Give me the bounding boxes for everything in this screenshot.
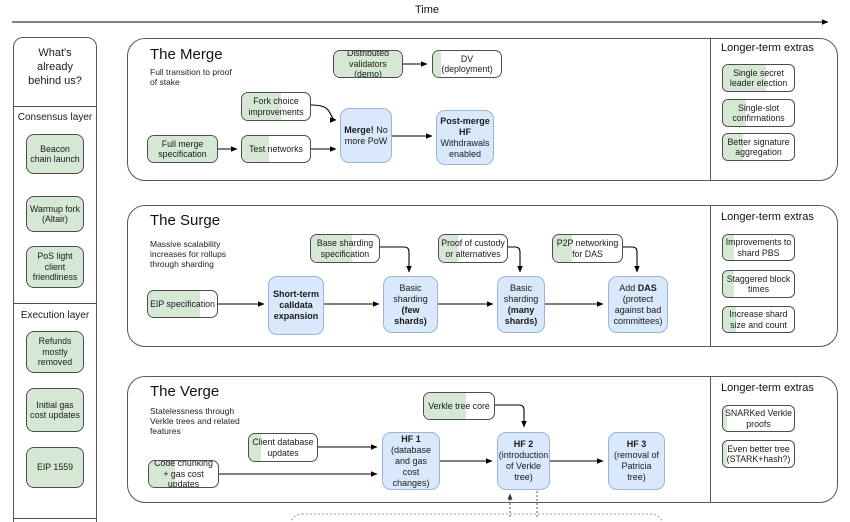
surge-panel bbox=[127, 205, 838, 347]
progress-fill bbox=[723, 235, 734, 260]
verge-panel bbox=[127, 376, 838, 503]
progress-fill bbox=[723, 441, 728, 467]
milestone-dv-deployment: DV (deployment) bbox=[432, 50, 502, 78]
progress-fill bbox=[249, 434, 261, 461]
hardfork-merge: Merge! No more PoW bbox=[340, 108, 392, 163]
hardfork-basic-sharding-many: Basic sharding (many shards) bbox=[497, 276, 545, 333]
verge-extras-divider bbox=[710, 377, 711, 502]
milestone-proof-of-custody: Proof of custody or alternatives bbox=[438, 234, 508, 263]
verge-subtitle: Statelessness through Verkle trees and r… bbox=[150, 406, 240, 436]
hardfork-short-term-calldata: Short-term calldata expansion bbox=[268, 276, 324, 335]
execution-layer-label: Execution layer bbox=[20, 310, 90, 321]
milestone-eip-specification: EIP specification bbox=[147, 290, 218, 318]
milestone-full-merge-spec: Full merge specification bbox=[147, 135, 218, 163]
extra-staggered-block-times: Staggered block times bbox=[722, 270, 795, 298]
progress-fill bbox=[553, 235, 573, 262]
milestone-initial-gas-cost: Initial gas cost updates bbox=[26, 388, 84, 432]
extra-even-better-tree: Even better tree (STARK+hash?) bbox=[722, 440, 795, 468]
extra-increase-shard-size: Increase shard size and count bbox=[722, 306, 795, 333]
progress-fill bbox=[723, 134, 743, 160]
milestone-client-db-updates: Client database updates bbox=[248, 433, 318, 462]
verge-title: The Verge bbox=[150, 383, 220, 400]
progress-fill bbox=[433, 51, 442, 77]
extra-single-slot-confirmations: Single-slot confirmations bbox=[722, 99, 795, 127]
progress-fill bbox=[242, 136, 270, 162]
milestone-refunds-removed: Refunds mostly removed bbox=[26, 331, 84, 373]
extra-better-signature-aggregation: Better signature aggregation bbox=[722, 133, 795, 161]
extra-improvements-shard-pbs: Improvements to shard PBS bbox=[722, 234, 795, 261]
surge-subtitle: Massive scalability increases for rollup… bbox=[150, 239, 227, 269]
progress-fill bbox=[439, 235, 459, 262]
surge-title: The Surge bbox=[150, 212, 221, 229]
milestone-warmup-fork: Warmup fork (Altair) bbox=[26, 196, 84, 232]
milestone-verkle-tree-core: Verkle tree core bbox=[423, 392, 495, 420]
merge-extras-title: Longer-term extras bbox=[721, 42, 814, 54]
hardfork-basic-sharding-few: Basic sharding (few shards) bbox=[383, 276, 438, 333]
progress-fill bbox=[334, 51, 402, 77]
milestone-beacon-chain-launch: Beacon chain launch bbox=[26, 134, 84, 174]
progress-fill bbox=[149, 461, 176, 487]
progress-fill bbox=[148, 136, 217, 162]
hardfork-add-das: Add DAS (protect against bad committees) bbox=[608, 276, 668, 333]
milestone-base-sharding-spec: Base sharding specification bbox=[310, 234, 380, 263]
milestone-test-networks: Test networks bbox=[241, 135, 311, 163]
surge-extras-divider bbox=[710, 206, 711, 346]
divider bbox=[14, 303, 96, 304]
milestone-fork-choice: Fork choice improvements bbox=[241, 92, 311, 121]
timeline-label: Time bbox=[415, 4, 440, 16]
merge-extras-divider bbox=[710, 39, 711, 180]
progress-fill bbox=[723, 406, 728, 431]
progress-fill bbox=[424, 393, 466, 419]
consensus-layer-label: Consensus layer bbox=[17, 112, 93, 123]
hardfork-hf1: HF 1 (database and gas cost changes) bbox=[382, 432, 440, 490]
sidebar-title: What's already behind us? bbox=[28, 47, 82, 87]
milestone-pos-light-client: PoS light client friendliness bbox=[26, 246, 84, 288]
extra-snarked-verkle-proofs: SNARKed Verkle proofs bbox=[722, 405, 795, 432]
divider bbox=[14, 106, 96, 107]
milestone-eip-1559: EIP 1559 bbox=[26, 447, 84, 488]
extra-single-secret-leader: Single secret leader election bbox=[722, 64, 795, 92]
sidebar-panel bbox=[13, 37, 97, 522]
dotted-future-box bbox=[290, 513, 663, 522]
progress-fill bbox=[723, 271, 734, 297]
divider bbox=[14, 518, 96, 519]
surge-extras-title: Longer-term extras bbox=[721, 211, 814, 223]
hardfork-hf2: HF 2 (introduction of Verkle tree) bbox=[497, 432, 550, 490]
progress-fill bbox=[723, 307, 736, 332]
merge-panel bbox=[127, 38, 838, 181]
merge-subtitle: Full transition to proof of stake bbox=[150, 67, 232, 87]
merge-title: The Merge bbox=[150, 46, 223, 63]
milestone-distributed-validators: Distributed validators (demo) bbox=[333, 50, 403, 78]
hardfork-hf3: HF 3 (removal of Patricia tree) bbox=[608, 432, 665, 490]
progress-fill bbox=[242, 93, 282, 120]
progress-fill bbox=[723, 100, 747, 126]
progress-fill bbox=[723, 65, 766, 91]
verge-extras-title: Longer-term extras bbox=[721, 382, 814, 394]
hardfork-post-merge: Post-merge HF Withdrawals enabled bbox=[436, 110, 494, 165]
progress-fill bbox=[148, 291, 200, 317]
milestone-code-chunking: Code chunking + gas cost updates bbox=[148, 460, 219, 488]
milestone-p2p-networking-das: P2P networking for DAS bbox=[552, 234, 623, 263]
progress-fill bbox=[311, 235, 352, 262]
